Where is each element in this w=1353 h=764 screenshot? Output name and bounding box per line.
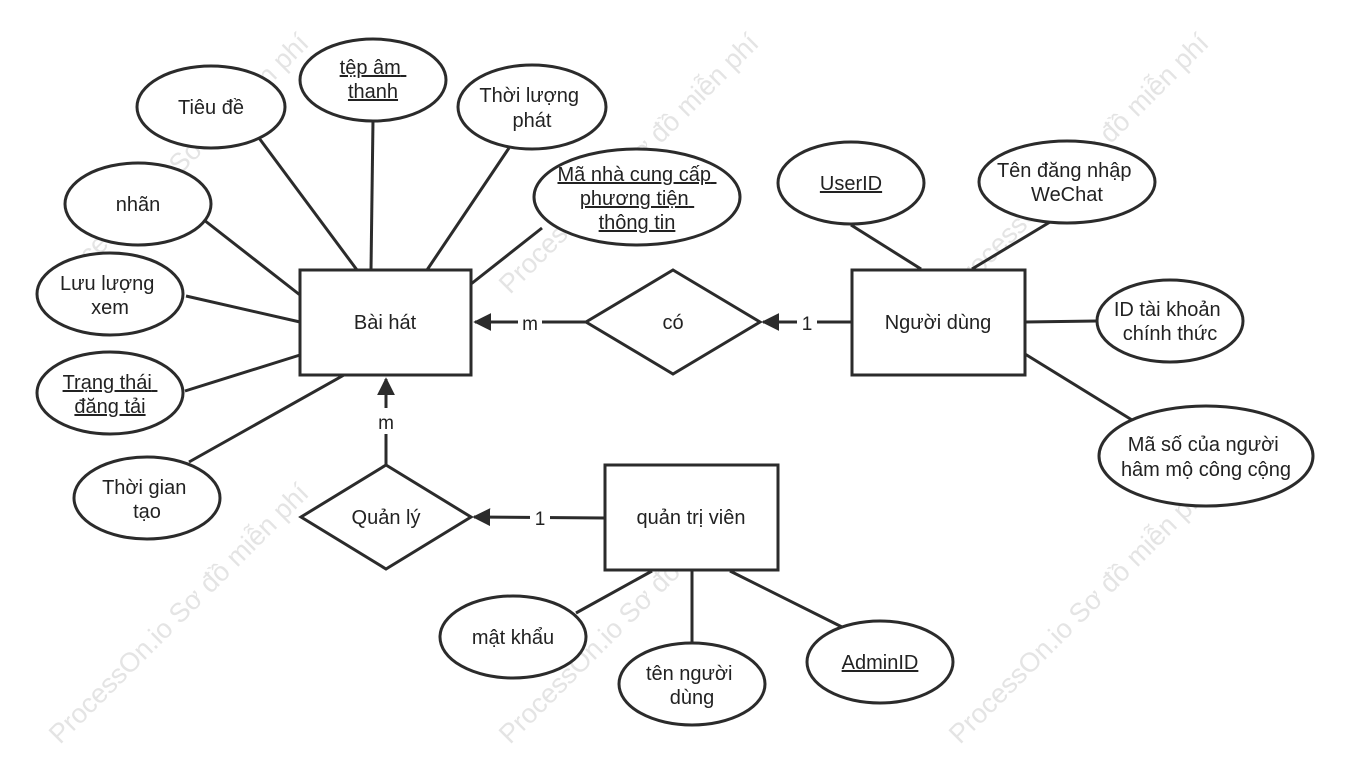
attr-title-label: Tiêu đề [178,97,244,119]
attr-official-account-id-label: ID tài khoản chính thức [1114,299,1226,345]
attr-media-provider-code-label: Mã nhà cung cấp phương tiện thông tin [558,164,717,234]
entity-admin[interactable]: quản trị viên [603,463,780,572]
admin-attribute-edges [575,569,843,645]
edge-wechat-login [971,220,1051,271]
attr-upload-status-label: Trạng thái đăng tải [63,372,158,418]
relationship-manage-label: Quản lý [352,507,421,529]
attr-official-account-id[interactable]: ID tài khoản chính thức [1095,278,1245,364]
cardinality-has-user: 1 [802,314,813,335]
entity-song-label: Bài hát [354,312,417,334]
user-attribute-edges [850,220,1133,422]
watermark: ProcessOn.io Sơ đồ miễn phí [942,477,1214,749]
attr-username-label: tên người dùng [646,663,738,709]
edge-user-id [850,223,922,271]
attr-username[interactable]: tên người dùng [617,641,767,727]
edge-password [575,569,653,615]
attr-created-time-label: Thời gian tạo [102,477,192,523]
attr-public-fan-code[interactable]: Mã số của người hâm mộ công cộng [1097,404,1315,508]
cardinality-manage-song: m [378,413,394,434]
cardinality-has-song: m [522,314,538,335]
entity-admin-label: quản trị viên [637,507,746,529]
edge-audio-file [369,119,375,271]
edge-duration [425,147,511,271]
edge-media-provider [470,226,543,286]
attr-duration-label: Thời lượng phát [479,85,584,132]
edge-title [257,137,359,271]
edge-public-fan-code [1024,352,1133,422]
attr-duration[interactable]: Thời lượng phát [456,63,608,151]
edge-admin-id [729,569,843,629]
attr-views-label: Lưu lượng xem [60,273,160,319]
attr-password-label: mật khẩu [472,627,554,649]
attr-tag-label: nhãn [116,194,161,216]
attr-views[interactable]: Lưu lượng xem [35,251,185,337]
attr-wechat-login-label: Tên đăng nhập WeChat [997,160,1137,206]
edge-upload-status [184,353,301,393]
attr-tag[interactable]: nhãn [63,161,213,247]
cardinality-manage-admin: 1 [535,509,546,530]
attr-admin-id[interactable]: AdminID [805,619,955,705]
attr-created-time[interactable]: Thời gian tạo [72,455,222,541]
entity-user[interactable]: Người dùng [850,268,1027,377]
edge-created-time [188,373,345,464]
entity-user-label: Người dùng [885,312,992,334]
cardinality-labels: m 1 m 1 [374,310,817,530]
attr-admin-id-label: AdminID [842,652,919,674]
attr-audio-file-label: tệp âm thanh [340,57,407,103]
attr-password[interactable]: mật khẩu [438,594,588,680]
relationship-has-label: có [662,312,683,334]
attr-title[interactable]: Tiêu đề [135,64,287,150]
attr-wechat-login[interactable]: Tên đăng nhập WeChat [977,139,1157,225]
attr-audio-file[interactable]: tệp âm thanh [298,37,448,123]
relationship-manage[interactable]: Quản lý [298,463,474,571]
edge-tag [203,218,301,297]
attr-media-provider-code[interactable]: Mã nhà cung cấp phương tiện thông tin [532,147,742,247]
relationship-has[interactable]: có [583,268,763,376]
attr-upload-status[interactable]: Trạng thái đăng tải [35,350,185,436]
entity-song[interactable]: Bài hát [298,268,473,377]
edge-official-account [1024,319,1098,324]
attr-user-id-label: UserID [820,173,882,195]
edge-views [185,294,301,324]
attr-public-fan-code-label: Mã số của người hâm mộ công cộng [1121,434,1291,481]
attr-user-id[interactable]: UserID [776,140,926,226]
song-attribute-edges [184,119,543,464]
